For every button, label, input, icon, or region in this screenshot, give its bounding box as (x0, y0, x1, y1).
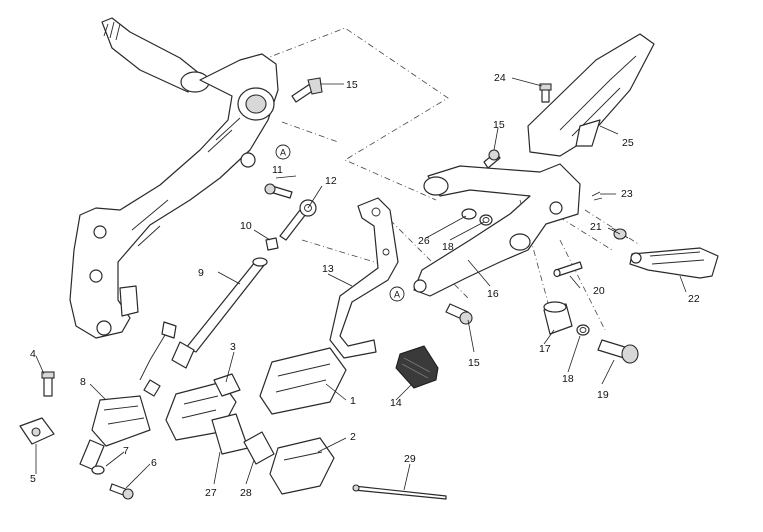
footpeg-22 (629, 247, 719, 279)
callout-27: 27 (205, 487, 217, 499)
callout-4: 4 (30, 348, 36, 360)
svg-text:A: A (280, 148, 286, 158)
callout-21: 21 (590, 221, 602, 233)
shift-sensor-8 (79, 321, 177, 471)
leader-lines (35, 77, 687, 491)
rear-set-bracket-left (69, 17, 279, 339)
callout-15-low: 15 (468, 357, 480, 369)
bracket-27 (211, 413, 249, 455)
callout-18-lower: 18 (562, 373, 574, 385)
callout-10: 10 (240, 220, 252, 232)
callout-5: 5 (30, 473, 36, 485)
callout-3: 3 (230, 341, 236, 353)
reference-mark-a-upper: A (275, 144, 291, 160)
callout-25: 25 (622, 137, 634, 149)
svg-text:A: A (394, 290, 400, 300)
callout-6: 6 (151, 457, 157, 469)
callout-9: 9 (198, 267, 204, 279)
connector-housing-1 (259, 347, 347, 415)
callout-15-top: 15 (346, 79, 358, 91)
footpeg-bracket-16 (413, 163, 581, 297)
washer-7 (91, 465, 105, 475)
callout-2: 2 (350, 431, 356, 443)
clip-28 (243, 431, 275, 465)
bolt-19 (597, 339, 639, 364)
spring-21 (611, 227, 629, 240)
callout-18-upper: 18 (442, 241, 454, 253)
heel-guard-25 (527, 33, 655, 157)
bolt-15-top (291, 77, 323, 103)
bolt-15-low (445, 303, 473, 325)
callout-15-mid: 15 (493, 119, 505, 131)
callout-numbers: 1 2 3 4 5 6 7 8 9 10 11 12 13 14 15 15 1… (30, 72, 700, 499)
screw-4 (41, 371, 55, 397)
rod-end-5 (19, 417, 55, 445)
callout-13: 13 (322, 263, 334, 275)
clip-23 (591, 191, 603, 201)
callout-24: 24 (494, 72, 506, 84)
callout-16: 16 (487, 288, 499, 300)
callout-11: 11 (272, 164, 283, 176)
callout-28: 28 (240, 487, 252, 499)
callout-22: 22 (688, 293, 700, 305)
pin-20 (553, 261, 583, 278)
callout-17: 17 (539, 343, 551, 355)
callout-23: 23 (621, 188, 633, 200)
nut-10 (265, 237, 279, 251)
callout-12: 12 (325, 175, 337, 187)
callout-7: 7 (123, 445, 129, 457)
callout-29: 29 (404, 453, 416, 465)
screw-24 (539, 83, 552, 103)
cable-tie-29 (352, 484, 447, 500)
rod-end-12 (279, 199, 317, 241)
callout-19: 19 (597, 389, 609, 401)
bolt-6 (109, 483, 134, 500)
connector-housing-2 (269, 437, 335, 495)
washer-18-lower (576, 324, 590, 336)
bolt-15-mid (483, 149, 501, 169)
reference-mark-a-lower: A (389, 286, 405, 302)
callout-1: 1 (350, 395, 356, 407)
callout-14: 14 (390, 397, 402, 409)
shift-lever-13 (329, 197, 399, 359)
shift-peg-14 (395, 345, 439, 389)
shift-rod-9 (171, 257, 268, 369)
bolt-11 (264, 183, 293, 199)
callout-20: 20 (593, 285, 605, 297)
callout-8: 8 (80, 376, 86, 388)
bushing-17 (543, 301, 573, 335)
callout-26: 26 (418, 235, 430, 247)
